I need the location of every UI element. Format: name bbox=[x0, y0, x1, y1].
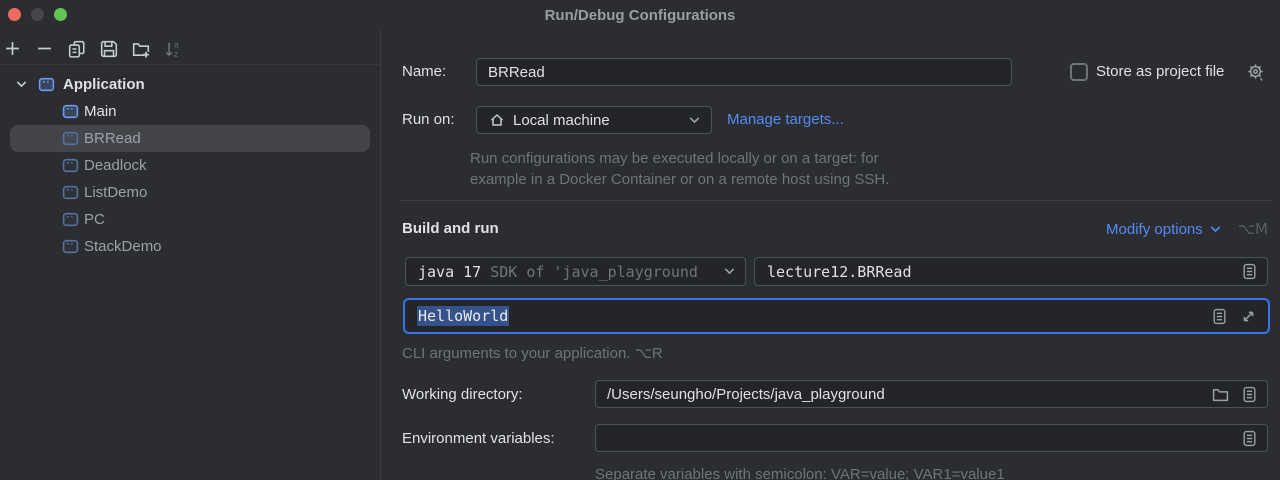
tree-item-label: Main bbox=[84, 103, 117, 120]
save-icon[interactable] bbox=[99, 39, 118, 58]
svg-text:z: z bbox=[174, 49, 178, 58]
tree-item-brread[interactable]: BRRead bbox=[0, 125, 380, 152]
run-on-help-line1: Run configurations may be executed local… bbox=[470, 150, 879, 167]
tree-item-pc[interactable]: PC bbox=[0, 206, 380, 233]
environment-variables-field bbox=[595, 424, 1268, 452]
expand-field-icon[interactable] bbox=[1241, 386, 1258, 403]
store-as-project-file-label[interactable]: Store as project file bbox=[1096, 63, 1225, 80]
manage-targets-link[interactable]: Manage targets... bbox=[727, 111, 844, 128]
tree-item-stackdemo[interactable]: StackDemo bbox=[0, 233, 380, 260]
configurations-toolbar: a z bbox=[3, 39, 182, 58]
application-icon bbox=[38, 76, 55, 93]
modify-options-link[interactable]: Modify options bbox=[1106, 220, 1203, 238]
run-on-value: Local machine bbox=[513, 111, 610, 129]
environment-variables-label: Environment variables: bbox=[402, 430, 555, 447]
copy-icon[interactable] bbox=[67, 39, 86, 58]
environment-variables-help: Separate variables with semicolon: VAR=v… bbox=[595, 466, 1005, 480]
window-title: Run/Debug Configurations bbox=[544, 6, 736, 24]
chevron-down-icon[interactable] bbox=[1209, 223, 1222, 236]
tree-item-label: BRRead bbox=[84, 130, 141, 147]
gear-icon[interactable] bbox=[1246, 62, 1265, 81]
tree-item-main[interactable]: Main bbox=[0, 98, 380, 125]
remove-icon[interactable] bbox=[35, 39, 54, 58]
expand-field-icon[interactable] bbox=[1241, 263, 1258, 280]
minimize-window-button[interactable] bbox=[31, 8, 44, 21]
name-field bbox=[476, 58, 1012, 86]
run-config-tree: Application Main BRRead Deadlock ListDem bbox=[0, 71, 380, 260]
tree-item-application[interactable]: Application bbox=[0, 71, 380, 98]
browse-folder-icon[interactable] bbox=[1212, 386, 1229, 403]
run-config-icon bbox=[62, 211, 79, 228]
sort-alphabetically-icon[interactable]: a z bbox=[163, 39, 182, 58]
main-class-value: lecture12.BRRead bbox=[767, 262, 912, 281]
build-and-run-section-title: Build and run bbox=[402, 220, 499, 237]
name-input[interactable] bbox=[477, 63, 1011, 81]
tree-item-label: Application bbox=[63, 76, 145, 93]
chevron-down-icon bbox=[723, 265, 736, 278]
program-arguments-field[interactable]: HelloWorld bbox=[403, 298, 1270, 334]
run-config-icon bbox=[62, 184, 79, 201]
add-icon[interactable] bbox=[3, 39, 22, 58]
expand-field-icon[interactable] bbox=[1211, 308, 1228, 325]
run-config-icon bbox=[62, 103, 79, 120]
tree-item-label: PC bbox=[84, 211, 105, 228]
program-arguments-value: HelloWorld bbox=[417, 306, 510, 326]
working-directory-label: Working directory: bbox=[402, 386, 523, 403]
zoom-window-button[interactable] bbox=[54, 8, 67, 21]
close-window-button[interactable] bbox=[8, 8, 21, 21]
run-on-combobox[interactable]: Local machine bbox=[476, 106, 712, 134]
modify-options-group: Modify options ⌥M bbox=[1106, 220, 1268, 238]
tree-item-label: ListDemo bbox=[84, 184, 148, 201]
tree-item-label: Deadlock bbox=[84, 157, 147, 174]
expand-field-icon[interactable] bbox=[1241, 430, 1258, 447]
home-icon bbox=[489, 112, 505, 128]
cli-arguments-help: CLI arguments to your application. ⌥R bbox=[402, 345, 663, 362]
new-folder-icon[interactable] bbox=[131, 39, 150, 58]
sdk-detail: SDK of 'java_playground bbox=[490, 262, 698, 281]
sdk-value: java 17 bbox=[418, 262, 482, 281]
title-bar: Run/Debug Configurations bbox=[0, 0, 1280, 30]
run-on-label: Run on: bbox=[402, 111, 455, 128]
expand-editor-icon[interactable] bbox=[1241, 309, 1256, 324]
name-label: Name: bbox=[402, 63, 447, 80]
run-on-help-line2: example in a Docker Container or on a re… bbox=[470, 171, 890, 188]
sidebar-divider bbox=[380, 30, 381, 480]
chevron-down-icon bbox=[688, 114, 701, 127]
svg-text:a: a bbox=[174, 40, 179, 49]
jre-combobox[interactable]: java 17 SDK of 'java_playground bbox=[405, 257, 746, 286]
working-directory-input[interactable] bbox=[596, 385, 1267, 403]
modify-options-shortcut: ⌥M bbox=[1237, 220, 1268, 238]
run-config-icon bbox=[62, 238, 79, 255]
run-config-icon bbox=[62, 157, 79, 174]
store-as-project-file-checkbox[interactable] bbox=[1070, 63, 1088, 81]
tree-item-listdemo[interactable]: ListDemo bbox=[0, 179, 380, 206]
tree-item-label: StackDemo bbox=[84, 238, 162, 255]
section-separator bbox=[400, 200, 1272, 201]
toolbar-separator bbox=[0, 64, 380, 65]
main-class-field[interactable]: lecture12.BRRead bbox=[754, 257, 1268, 286]
tree-item-deadlock[interactable]: Deadlock bbox=[0, 152, 380, 179]
chevron-down-icon[interactable] bbox=[15, 78, 29, 91]
environment-variables-input[interactable] bbox=[596, 429, 1267, 447]
run-config-icon bbox=[62, 130, 79, 147]
working-directory-field bbox=[595, 380, 1268, 408]
